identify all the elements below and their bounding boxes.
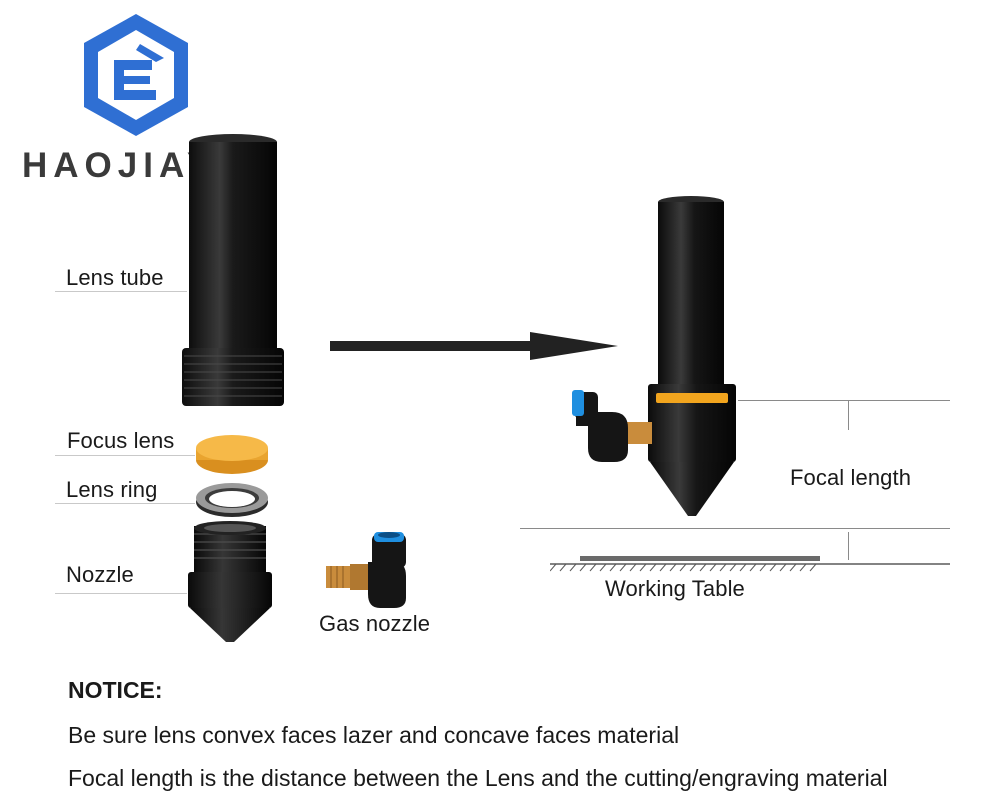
focus-lens-illustration xyxy=(196,435,268,474)
label-lens-tube: Lens tube xyxy=(66,265,164,290)
lens-tube-illustration xyxy=(182,134,284,406)
working-table-illustration xyxy=(550,556,950,572)
leader-line xyxy=(55,455,195,456)
focal-top-tick xyxy=(848,400,849,430)
leader-line xyxy=(55,503,195,504)
gas-nozzle-illustration xyxy=(326,532,406,608)
focal-bottom-tick xyxy=(848,532,849,560)
label-working-table: Working Table xyxy=(605,576,745,601)
notice-line-2: Focal length is the distance between the… xyxy=(68,765,888,791)
nozzle-illustration xyxy=(188,521,272,642)
label-gas-nozzle: Gas nozzle xyxy=(319,611,431,636)
assembled-laser-head-illustration xyxy=(572,196,736,516)
arrow-right-icon xyxy=(330,332,618,360)
focal-bottom-reference-line xyxy=(520,528,950,529)
label-focus-lens: Focus lens xyxy=(67,428,175,453)
label-lens-ring: Lens ring xyxy=(66,477,158,502)
label-nozzle: Nozzle xyxy=(66,562,134,587)
leader-line xyxy=(55,291,187,292)
leader-line xyxy=(55,593,187,594)
notice-title: NOTICE: xyxy=(68,677,163,703)
brand-logo-icon xyxy=(84,14,188,136)
notice-line-1: Be sure lens convex faces lazer and conc… xyxy=(68,722,680,748)
label-focal-length: Focal length xyxy=(790,465,912,490)
lens-ring-illustration xyxy=(196,483,268,517)
focal-top-reference-line xyxy=(738,400,950,401)
